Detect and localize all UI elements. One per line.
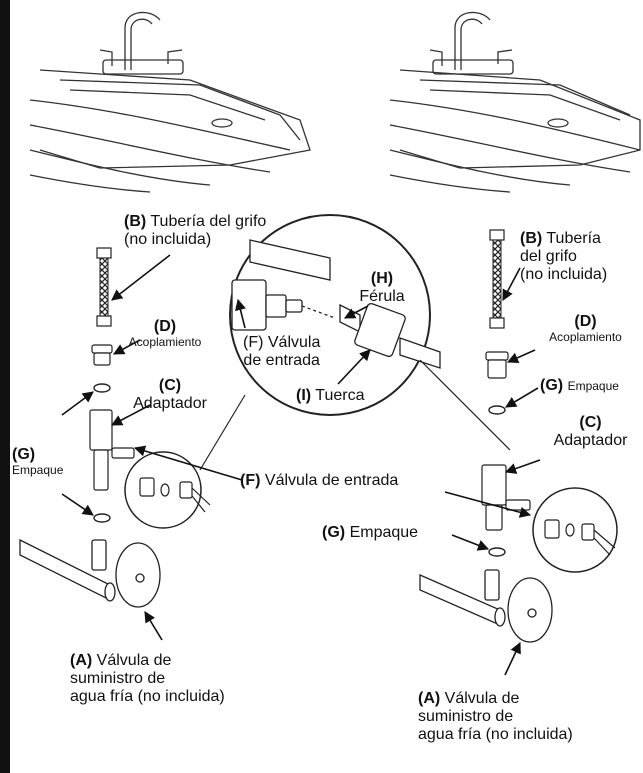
- label-supply-valve-left: (A) Válvula de suministro de agua fría (…: [70, 652, 225, 706]
- sink-faucet-left: [29, 11, 311, 193]
- label-adapter-right: (C) Adaptador: [543, 414, 638, 450]
- label-letter: (G): [540, 377, 564, 394]
- label-inlet-valve-middle: (F) Válvula de entrada: [240, 472, 398, 490]
- detail-left-parts: [139, 477, 211, 513]
- label-tubing-left: (B) Tubería del grifo (no incluida): [124, 213, 266, 249]
- label-gasket-right: (G) Empaque: [540, 377, 619, 395]
- label-text: del grifo: [520, 247, 577, 265]
- label-letter: (C): [158, 377, 182, 394]
- arrow-f-detail: [235, 298, 246, 329]
- label-supply-valve-right: (A) Válvula de suministro de agua fría (…: [418, 690, 573, 744]
- faucet-tubing-left: [96, 247, 112, 327]
- label-letter: (G): [322, 524, 346, 541]
- detail-circle-left: [124, 451, 202, 529]
- label-letter: (G): [12, 446, 36, 463]
- label-gasket-middle: (G) Empaque: [322, 524, 418, 542]
- label-text: Empaque: [12, 462, 64, 477]
- arrow-g-right-upper: [505, 387, 539, 408]
- label-text: Adaptador: [553, 431, 628, 449]
- label-text: (no incluida): [520, 265, 608, 283]
- label-text: (no incluida): [124, 230, 212, 248]
- connector-line-left: [199, 394, 246, 471]
- detail-right-parts: [544, 519, 616, 556]
- label-text: de entrada: [243, 351, 320, 369]
- gasket-right-upper: [488, 405, 506, 415]
- sink-faucet-right: [389, 11, 641, 193]
- label-text: Tubería: [546, 230, 601, 247]
- coupling-right: [485, 351, 509, 379]
- connector-line-right: [419, 359, 511, 451]
- label-coupling-left: (D) Acoplamiento: [115, 318, 215, 349]
- label-text: suministro de: [70, 669, 166, 687]
- label-letter: (F): [240, 472, 261, 489]
- label-coupling-right: (D) Acoplamiento: [533, 313, 638, 344]
- gasket-right-lower: [488, 547, 506, 557]
- arrow-a-right: [504, 641, 521, 676]
- arrow-d-right: [506, 349, 536, 364]
- detail-circle-right: [532, 487, 618, 573]
- label-text: Válvula de: [444, 690, 520, 707]
- arrow-c-left: [111, 404, 151, 426]
- label-letter: (A): [418, 690, 441, 707]
- label-inlet-valve-detail: (F) Válvula de entrada: [243, 334, 320, 370]
- arrow-a-left: [144, 611, 163, 641]
- supply-valve-right: [419, 569, 553, 643]
- arrow-c-right: [504, 459, 541, 474]
- label-letter: (B): [124, 213, 147, 230]
- coupling-left: [91, 344, 113, 366]
- label-text: Acoplamiento: [549, 329, 622, 344]
- page-border-bar: [0, 0, 10, 773]
- label-text: (F) Válvula: [243, 334, 321, 351]
- arrow-b-left: [111, 254, 171, 301]
- supply-valve-left: [19, 538, 161, 608]
- label-text: Acoplamiento: [128, 334, 202, 349]
- detail-center-parts: [231, 239, 441, 369]
- arrow-b-right: [502, 267, 521, 301]
- label-text: Empaque: [349, 524, 419, 541]
- faucet-tubing-right: [489, 229, 505, 329]
- gasket-left-lower: [93, 513, 111, 523]
- label-gasket-left: (G) Empaque: [12, 446, 63, 477]
- arrow-f-left: [133, 445, 243, 481]
- label-text: Válvula de: [96, 652, 172, 669]
- label-text: agua fría (no incluida): [418, 725, 573, 743]
- label-letter: (H): [370, 270, 394, 287]
- label-letter: (C): [579, 414, 602, 431]
- arrow-i: [337, 349, 371, 385]
- adapter-left: [89, 409, 135, 491]
- label-text: Válvula de entrada: [264, 472, 399, 489]
- arrow-g-left-lower: [61, 493, 94, 516]
- arrow-f-middle: [444, 491, 532, 518]
- label-letter: (A): [70, 652, 93, 669]
- label-letter: (D): [574, 313, 597, 330]
- arrow-g-middle: [451, 534, 490, 551]
- label-text: Empaque: [567, 379, 619, 393]
- label-text: Tubería del grifo: [150, 213, 267, 230]
- arrow-d-left: [113, 339, 141, 355]
- label-text: agua fría (no incluida): [70, 687, 225, 705]
- arrow-g-left-upper: [61, 391, 94, 416]
- label-text: Adaptador: [133, 394, 207, 412]
- label-tubing-right: (B) Tubería del grifo (no incluida): [520, 230, 607, 284]
- label-text: Férula: [359, 287, 405, 305]
- label-letter: (D): [153, 318, 177, 335]
- arrow-h: [344, 305, 369, 319]
- callout-arrows: [61, 254, 541, 676]
- label-adapter-left: (C) Adaptador: [130, 377, 210, 413]
- label-text: suministro de: [418, 707, 514, 725]
- label-letter: (I): [296, 387, 312, 404]
- adapter-right: [481, 464, 531, 531]
- label-text: Tuerca: [315, 387, 365, 404]
- label-letter: (B): [520, 230, 543, 247]
- label-nut: (I) Tuerca: [296, 387, 364, 405]
- label-ferrule: (H) Férula: [352, 270, 412, 306]
- gasket-left-upper: [93, 383, 111, 393]
